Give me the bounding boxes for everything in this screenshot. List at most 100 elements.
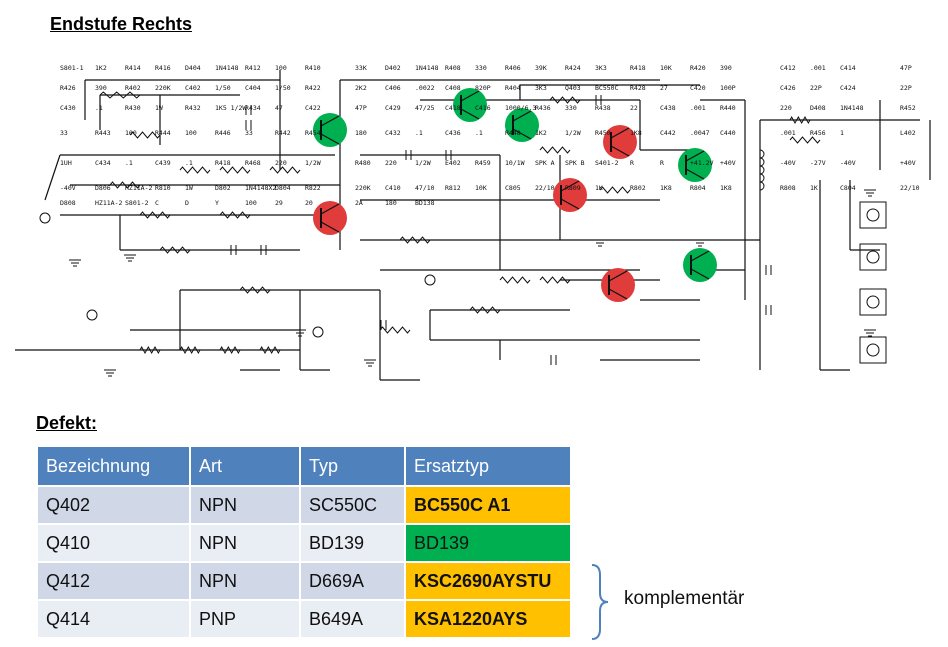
schematic-label: .001	[690, 104, 706, 112]
schematic-label: .1	[415, 129, 423, 137]
cell-bezeichnung: Q402	[36, 485, 191, 525]
schematic-label: 100	[245, 199, 257, 207]
schematic-label: C406	[385, 84, 401, 92]
schematic-label: C442	[660, 129, 676, 137]
cell-art: NPN	[189, 485, 301, 525]
schematic-label: R440	[720, 104, 736, 112]
schematic-label: C430	[60, 104, 76, 112]
schematic-label: 1K	[595, 184, 603, 192]
schematic-label: 1/2W	[415, 159, 431, 167]
schematic-label: R442	[275, 129, 291, 137]
cell-ersatztyp: BC550C A1	[404, 485, 572, 525]
schematic-label: 29	[275, 199, 283, 207]
schematic-label: 10K	[660, 64, 672, 72]
schematic-label: 3K3	[595, 64, 607, 72]
schematic-label: 220	[275, 159, 287, 167]
schematic-label: D408	[810, 104, 826, 112]
schematic-label: HZ11A-2	[125, 184, 152, 192]
schematic-label: .001	[780, 129, 796, 137]
schematic-label: 220K	[355, 184, 371, 192]
schematic-label: 33	[60, 129, 68, 137]
schematic-label: R802	[630, 184, 646, 192]
schematic-label: 10K	[475, 184, 487, 192]
schematic-label: R444	[155, 129, 171, 137]
schematic-label: R804	[690, 184, 706, 192]
schematic-label: C439	[155, 159, 171, 167]
schematic-label: 1N4148X2	[245, 184, 276, 192]
schematic-label: C426	[780, 84, 796, 92]
schematic-label: 1K2	[535, 129, 547, 137]
schematic-label: 39K	[535, 64, 547, 72]
schematic-label: .001	[810, 64, 826, 72]
schematic-label: R432	[185, 104, 201, 112]
cell-typ: B649A	[299, 599, 406, 639]
schematic-label: Y	[215, 199, 219, 207]
schematic-label: 20	[305, 199, 313, 207]
schematic-label: 27	[660, 84, 668, 92]
schematic-label: R459	[475, 159, 491, 167]
schematic-label: 3K3	[535, 84, 547, 92]
schematic-label: R	[630, 159, 634, 167]
schematic-label: R428	[630, 84, 646, 92]
schematic-label: R450	[595, 129, 611, 137]
col-header-typ: Typ	[299, 445, 406, 487]
schematic-label: SPK B	[565, 159, 585, 167]
schematic-label: R420	[690, 64, 706, 72]
cell-bezeichnung: Q412	[36, 561, 191, 601]
schematic-label: 1K8	[630, 129, 642, 137]
schematic-label: R468	[245, 159, 261, 167]
schematic-label: 330	[475, 64, 487, 72]
schematic-label: SPK A	[535, 159, 555, 167]
schematic-label: .1	[125, 159, 133, 167]
schematic-label: C424	[840, 84, 856, 92]
schematic-label: R414	[125, 64, 141, 72]
schematic-label: R422	[305, 84, 321, 92]
schematic-label: 22P	[810, 84, 822, 92]
schematic-label: 47P	[900, 64, 912, 72]
schematic-label: C436	[445, 129, 461, 137]
transistor-q414	[601, 268, 635, 302]
schematic-label: R436	[535, 104, 551, 112]
schematic-label: C	[155, 199, 159, 207]
schematic-label: -40V	[840, 159, 856, 167]
schematic-label: C440	[720, 129, 736, 137]
schematic-label: 220	[385, 159, 397, 167]
table-row: Q414 PNP B649A KSA1220AYS	[36, 599, 572, 639]
schematic-label: R822	[305, 184, 321, 192]
schematic-label: D804	[275, 184, 291, 192]
schematic-label: C434	[95, 159, 111, 167]
schematic-label: R443	[95, 129, 111, 137]
schematic-label: .0047	[690, 129, 710, 137]
schematic-label: D802	[215, 184, 231, 192]
schematic-label: D808	[60, 199, 76, 207]
schematic-label: 100	[275, 64, 287, 72]
schematic-label: .0022	[415, 84, 435, 92]
defect-heading: Defekt:	[36, 413, 98, 433]
schematic-label: +40V	[900, 159, 916, 167]
complementary-note: komplementär	[624, 588, 745, 609]
schematic-label: R446	[215, 129, 231, 137]
schematic-label: 1N4148	[840, 104, 864, 112]
schematic-label: 47P	[355, 104, 367, 112]
schematic-label: R456	[810, 129, 826, 137]
schematic-label: 22P	[900, 84, 912, 92]
schematic-label: 22/10	[900, 184, 920, 192]
schematic-label: 33	[245, 129, 253, 137]
schematic-label: 1/50	[275, 84, 291, 92]
schematic-label: BD138	[415, 199, 435, 207]
table-header-row: Bezeichnung Art Typ Ersatztyp	[36, 445, 572, 487]
schematic-label: -27V	[810, 159, 826, 167]
schematic-label: .1	[95, 104, 103, 112]
col-header-bezeichnung: Bezeichnung	[36, 445, 191, 487]
schematic-label: 100	[125, 129, 137, 137]
schematic-label: -40V	[780, 159, 796, 167]
schematic-label: R	[660, 159, 664, 167]
schematic-label: +40V	[720, 159, 736, 167]
cell-art: PNP	[189, 599, 301, 639]
transistor-q402	[313, 201, 347, 235]
table-row: Q402 NPN SC550C BC550C A1	[36, 485, 572, 525]
schematic-label: 1/2W	[305, 159, 321, 167]
schematic-label: R810	[155, 184, 171, 192]
schematic-label: D	[185, 199, 189, 207]
schematic-label: E402	[445, 159, 461, 167]
